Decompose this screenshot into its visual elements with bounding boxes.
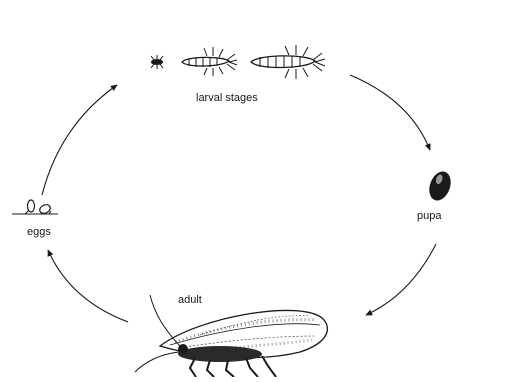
pupa-label: pupa — [417, 210, 441, 222]
arrow-larva-to-pupa — [350, 75, 430, 150]
arrow-eggs-to-larva — [42, 85, 117, 195]
eggs-icon — [12, 200, 58, 215]
pupa-icon — [425, 168, 454, 203]
adult-label: adult — [178, 294, 202, 306]
larva-icon-medium — [182, 47, 237, 76]
arrow-pupa-to-adult — [366, 244, 436, 315]
larva-icon-large — [251, 45, 325, 79]
larva-icon-small — [151, 55, 163, 69]
larval-stages-label: larval stages — [196, 92, 258, 104]
arrow-adult-to-eggs — [48, 250, 128, 322]
adult-insect-icon — [135, 295, 327, 377]
eggs-label: eggs — [27, 226, 51, 238]
